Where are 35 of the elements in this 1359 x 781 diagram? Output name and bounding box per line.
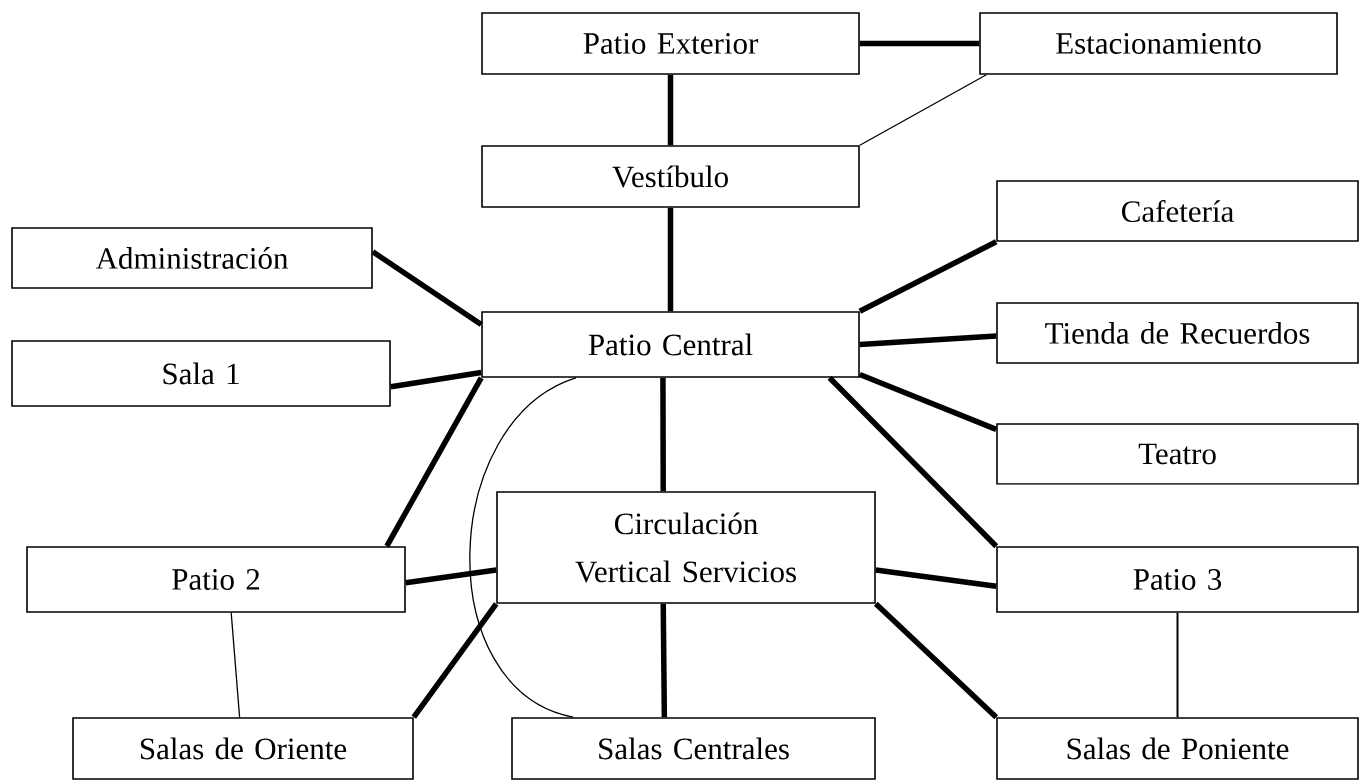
room-box: Circulación Vertical Servicios (496, 491, 876, 604)
connector-line (858, 239, 998, 314)
room-box: Administración (11, 227, 373, 289)
connector-line (858, 371, 998, 432)
connector-line (667, 207, 674, 312)
connector-line (390, 369, 482, 390)
connector-line (469, 377, 577, 718)
connector-line (660, 377, 666, 492)
connector-line (667, 74, 674, 146)
room-box: Estacionamiento (979, 12, 1338, 75)
room-box: Patio 3 (996, 546, 1359, 613)
room-box: Salas Centrales (511, 717, 876, 780)
room-box: Patio Exterior (481, 12, 860, 75)
connector-line (873, 601, 999, 720)
connector-line (371, 249, 483, 327)
connector-line (1176, 611, 1179, 719)
connector-line (230, 612, 241, 718)
room-box: Tienda de Recuerdos (996, 302, 1359, 364)
room-box: Sala 1 (11, 340, 391, 407)
room-box: Cafetería (996, 180, 1359, 242)
connector-line (875, 567, 997, 589)
connector-line (384, 376, 484, 548)
room-box: Patio Central (481, 311, 860, 378)
connector-line (827, 375, 999, 549)
connector-line (405, 567, 497, 586)
connector-line (859, 74, 988, 146)
connector-line (660, 603, 668, 718)
room-box: Vestíbulo (481, 145, 860, 208)
room-box: Teatro (996, 423, 1359, 485)
connector-line (411, 602, 499, 719)
room-box: Salas de Oriente (72, 717, 414, 780)
connector-line (859, 333, 997, 348)
room-box: Salas de Poniente (996, 717, 1359, 780)
room-box: Patio 2 (26, 546, 406, 613)
connector-line (859, 40, 980, 47)
